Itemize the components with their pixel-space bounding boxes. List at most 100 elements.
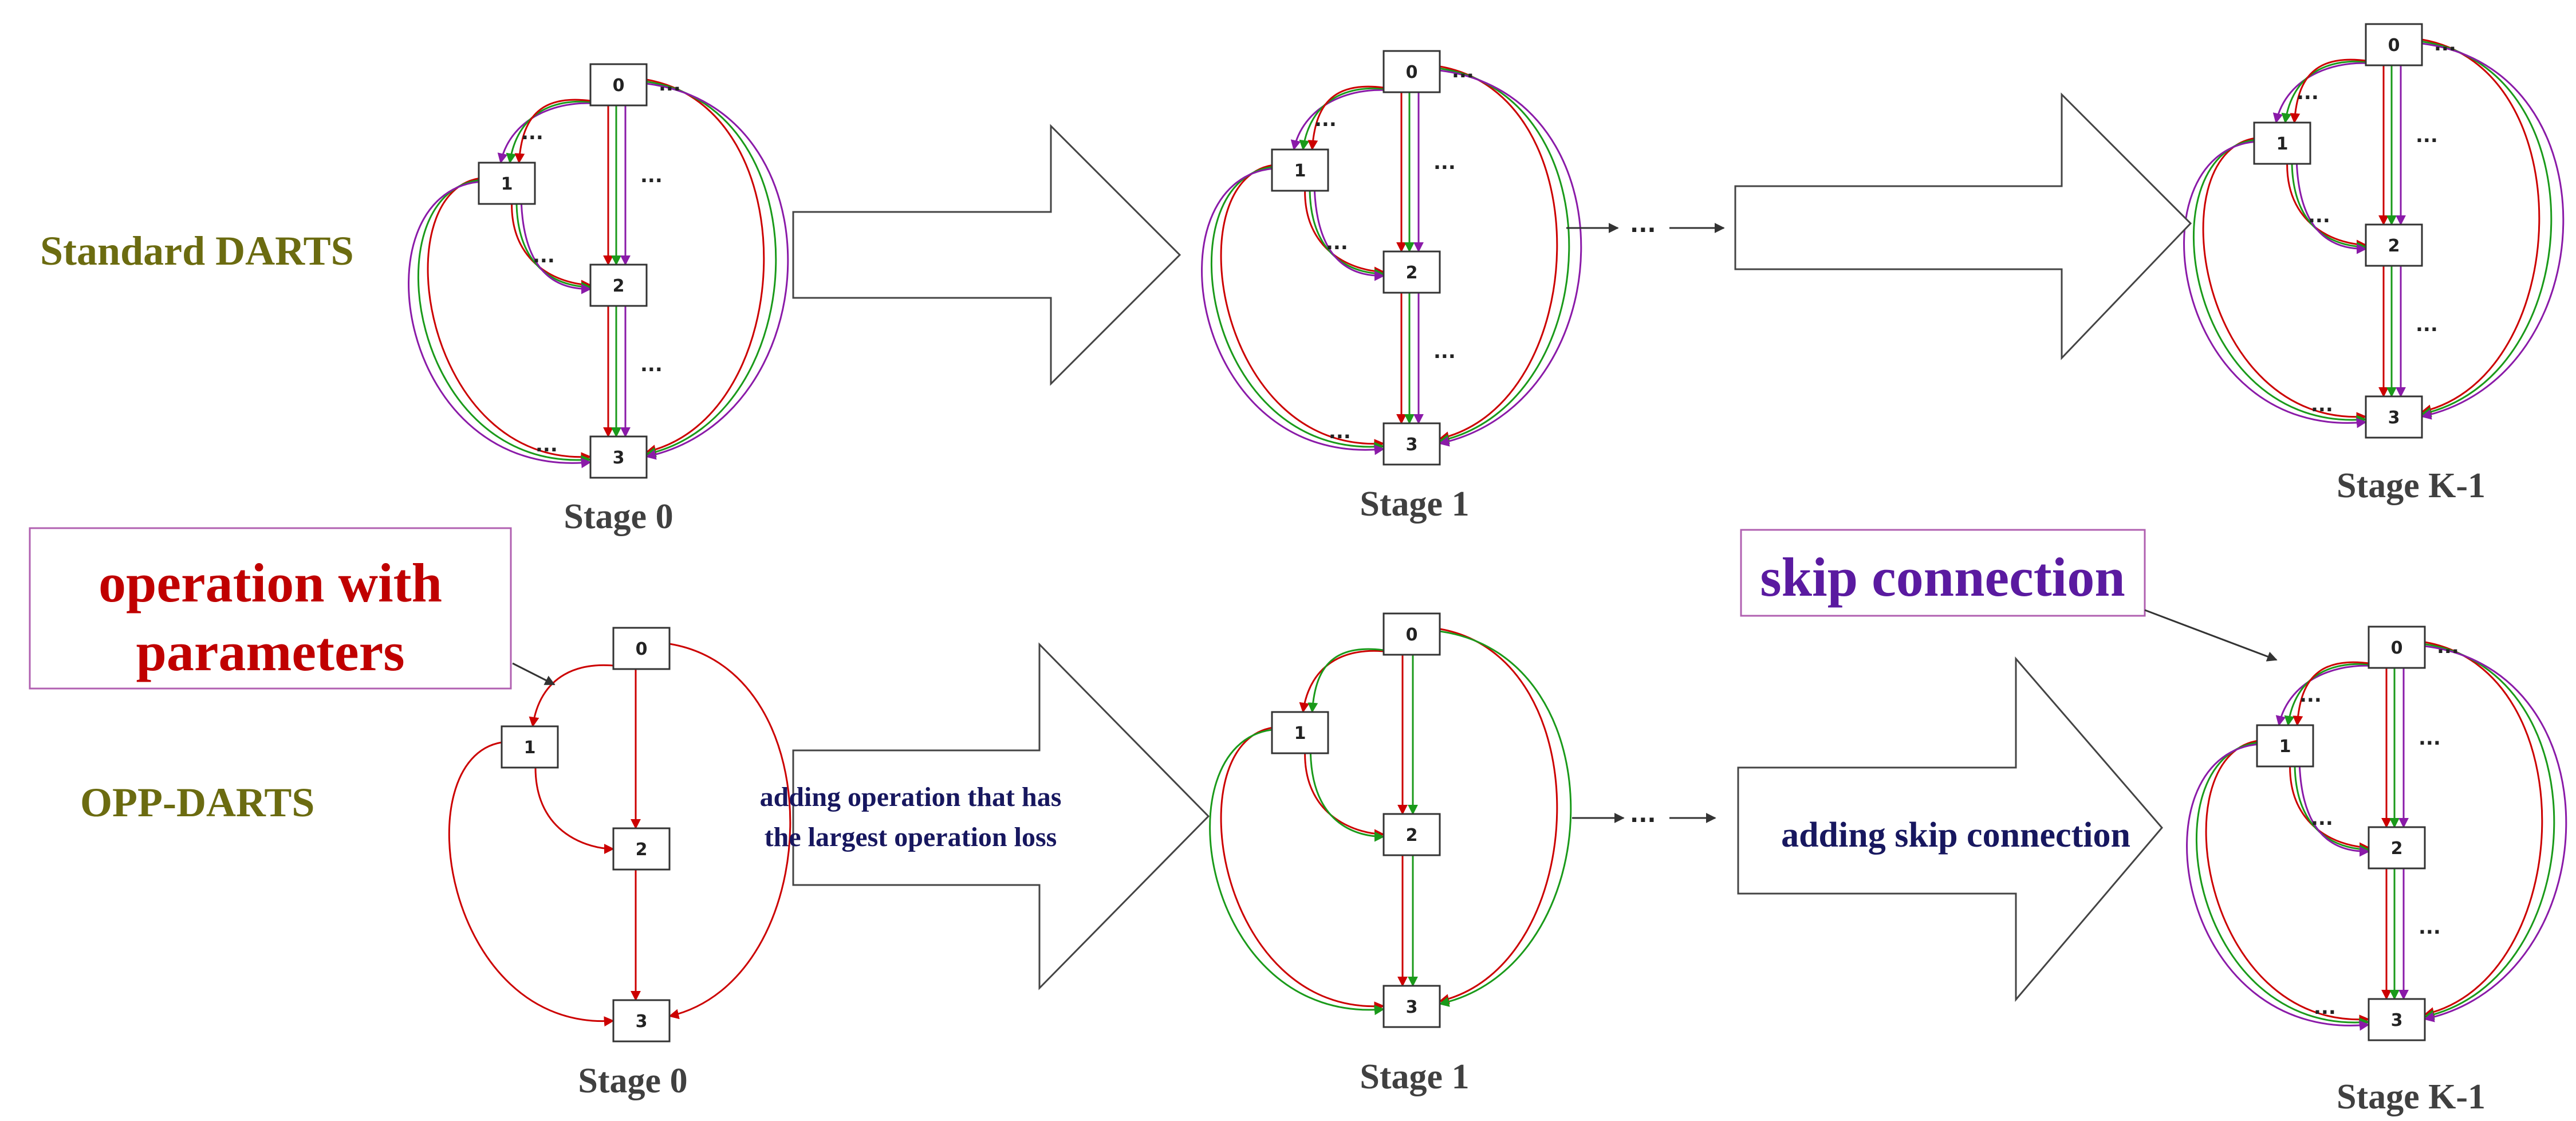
node-0-label: 0 — [2388, 36, 2400, 56]
edge-1-to-3-purple — [2186, 744, 2370, 1031]
stage-label-bottom-k-1: Stage K-1 — [2337, 1077, 2486, 1116]
edge-ellipsis: ... — [2311, 807, 2333, 830]
stage-arrow-bottom-1 — [792, 642, 1210, 990]
node-3-box — [2365, 395, 2423, 439]
edge-1-to-3-red — [1220, 727, 1385, 1012]
edge-ellipsis: ... — [2419, 916, 2441, 939]
node-3-box — [589, 435, 648, 479]
edge-0-to-3-purple — [2421, 42, 2565, 420]
callout-operation-line-2: parameters — [136, 621, 404, 682]
edge-0-to-1-red — [514, 99, 615, 164]
edge-ellipsis: ... — [1326, 231, 1348, 254]
edge-0-to-1-red — [2293, 661, 2393, 726]
edge-ellipsis: ... — [1329, 420, 1351, 443]
node-3-box — [2368, 998, 2426, 1041]
edge-0-to-3-green — [1439, 630, 1572, 1007]
edge-1-to-3-purple — [2183, 141, 2367, 428]
edge-ellipsis: ... — [1314, 108, 1337, 131]
node-3-label: 3 — [2391, 1010, 2403, 1030]
edge-1-to-3-red — [2205, 740, 2370, 1025]
node-0-label: 0 — [1406, 62, 1418, 82]
callout-operation-pointer — [512, 662, 556, 686]
edge-1-to-2-purple — [2298, 766, 2370, 857]
node-1-box — [2253, 121, 2311, 165]
row-label-standard-darts: Standard DARTS — [40, 228, 354, 274]
stage-label-bottom-1: Stage 1 — [1360, 1057, 1469, 1096]
callout-skip-pointer — [2144, 609, 2278, 662]
node-3-label: 3 — [2388, 408, 2400, 428]
node-0-box — [589, 63, 648, 107]
edge-1-to-3-green — [417, 179, 592, 466]
edge-0-to-3-purple — [2424, 645, 2567, 1022]
stage-label-top-0: Stage 0 — [564, 497, 673, 536]
node-2-label: 2 — [2388, 236, 2400, 256]
edge-0-to-1-red — [529, 664, 636, 727]
node-1-box — [2256, 724, 2314, 768]
node-1-label: 1 — [501, 174, 513, 194]
edge-0-to-3-red — [1439, 65, 1558, 442]
edge-0-to-3-red — [645, 78, 765, 455]
arrow-text-adding-op-1: adding operation that has — [760, 782, 1062, 812]
edge-1-to-2-red — [1304, 753, 1385, 840]
flow-ellipsis-bottom: ... — [1630, 801, 1656, 828]
node-2-box — [2365, 223, 2423, 267]
edge-ellipsis: ... — [2416, 313, 2438, 336]
node-2-box — [1382, 250, 1441, 294]
node-0-box — [612, 627, 671, 670]
node-0-label: 0 — [613, 76, 625, 96]
node-2-label: 2 — [1406, 825, 1418, 845]
edge-0-to-1-red — [1307, 85, 1408, 151]
row-label-opp-darts: OPP-DARTS — [80, 780, 314, 825]
edge-0-to-3-green — [2421, 41, 2553, 418]
node-3-label: 3 — [1406, 435, 1418, 455]
edge-ellipsis: ... — [640, 164, 663, 187]
stage-arrow-bottom-2 — [1737, 656, 2163, 1002]
node-0-box — [1382, 50, 1441, 93]
node-1-label: 1 — [524, 738, 536, 758]
node-3-label: 3 — [613, 448, 625, 468]
edge-0-to-3-purple — [645, 82, 789, 460]
edge-0-to-1-purple — [1290, 89, 1404, 151]
node-2-label: 2 — [613, 276, 625, 296]
edge-0-to-3-green — [2424, 643, 2555, 1020]
edge-ellipsis: ... — [521, 121, 543, 144]
arrow-text-adding-op-2: the largest operation loss — [765, 822, 1057, 852]
node-0-label: 0 — [636, 639, 648, 659]
edge-0-to-3-purple — [1439, 69, 1582, 447]
node-1-label: 1 — [2276, 134, 2289, 154]
callout-operation-line-1: operation with — [99, 552, 442, 613]
edge-ellipsis: ... — [2308, 204, 2330, 227]
node-1-box — [478, 162, 536, 205]
node-0-box — [1382, 612, 1441, 656]
edge-ellipsis: ... — [535, 434, 558, 457]
node-3-box — [612, 999, 671, 1043]
node-1-label: 1 — [1294, 723, 1306, 744]
node-2-box — [1382, 813, 1441, 856]
node-3-box — [1382, 422, 1441, 466]
edge-1-to-3-green — [1210, 166, 1385, 453]
edge-1-to-3-red — [2202, 137, 2367, 423]
node-1-box — [1271, 148, 1329, 192]
edge-1-to-2-red — [534, 767, 615, 854]
edge-ellipsis: ... — [1433, 151, 1456, 174]
edge-1-to-3-purple — [1201, 168, 1385, 455]
node-2-label: 2 — [636, 840, 648, 860]
edge-ellipsis: ... — [2434, 33, 2456, 56]
callout-skip-connection — [1740, 529, 2146, 617]
edge-ellipsis: ... — [2419, 727, 2441, 750]
edge-0-to-3-green — [1439, 68, 1570, 445]
edge-0-to-3-red — [1439, 628, 1558, 1004]
stage-label-top-1: Stage 1 — [1360, 485, 1469, 524]
edge-ellipsis: ... — [640, 353, 663, 376]
node-2-label: 2 — [1406, 263, 1418, 283]
node-3-label: 3 — [1406, 997, 1418, 1017]
node-0-box — [2368, 626, 2426, 669]
node-2-label: 2 — [2391, 839, 2403, 859]
edge-0-to-3-red — [2421, 38, 2540, 415]
edge-ellipsis: ... — [2311, 394, 2333, 416]
node-3-box — [1382, 985, 1441, 1028]
node-1-box — [1271, 711, 1329, 754]
